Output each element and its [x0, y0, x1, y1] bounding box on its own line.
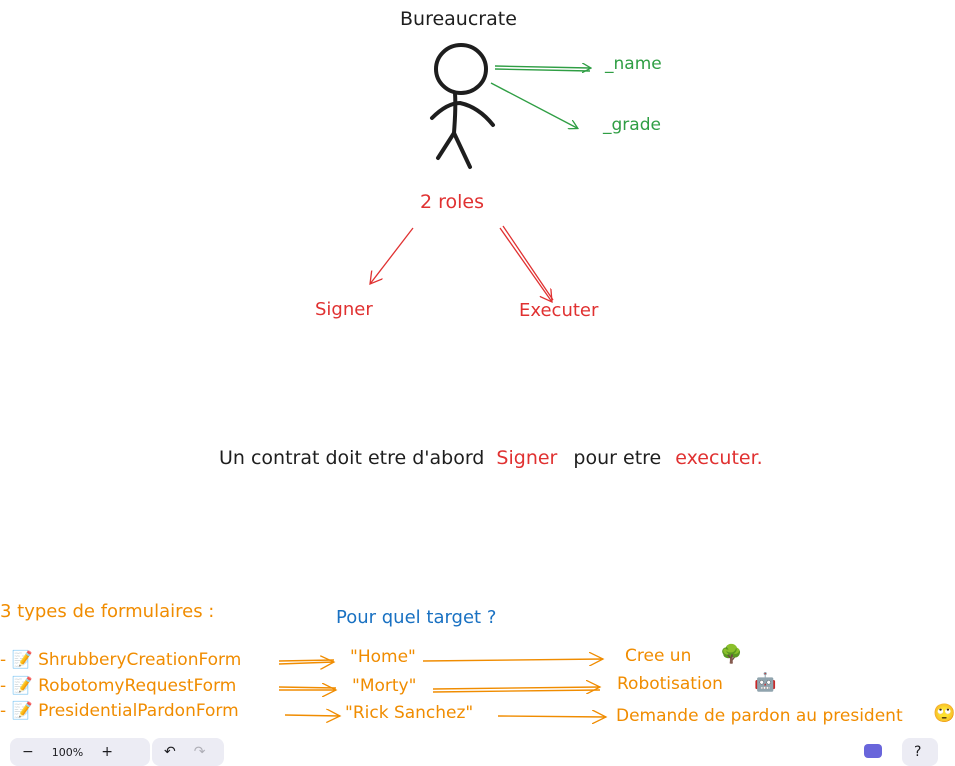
form-arrows [278, 659, 606, 717]
arrow-to-executer-sketch [502, 225, 554, 301]
arrow-form1-target [278, 662, 334, 664]
roles-label: 2 roles [420, 191, 485, 213]
zoom-controls: − 100% + [10, 738, 150, 766]
stick-figure-head [434, 43, 488, 95]
sentence-part1: Un contrat doit etre d'abord [219, 447, 485, 469]
sentence-word-executer: executer. [675, 447, 763, 469]
form-row-2-result: Robotisation [617, 674, 723, 694]
form-row-1-name: - 📝 ShrubberyCreationForm [0, 652, 241, 669]
attribute-grade: _grade [603, 115, 661, 135]
tree-icon: 🌳 [720, 644, 743, 665]
role-arrows [370, 225, 554, 302]
role-signer: Signer [315, 299, 373, 320]
attribute-arrows [490, 66, 591, 128]
target-heading: Pour quel target ? [336, 607, 497, 628]
zoom-out-button[interactable]: − [22, 744, 34, 760]
help-controls: ? [902, 738, 938, 766]
stick-figure-right-leg [452, 131, 472, 169]
arrow-form3-target [284, 715, 340, 716]
arrow-target2-result-sketch [432, 689, 601, 693]
form-row-2-target: "Morty" [352, 676, 417, 696]
robot-icon: 🤖 [754, 672, 777, 693]
form-row-2-label: RobotomyRequestForm [38, 676, 237, 696]
sentence-word-signer: Signer [496, 447, 558, 469]
arrow-target3-result [497, 716, 606, 717]
arrow-to-grade [490, 82, 577, 128]
stick-figure-body [452, 91, 458, 135]
rule-sentence: Un contrat doit etre d'abord Signer pour… [219, 449, 763, 468]
zoom-level[interactable]: 100% [51, 745, 84, 759]
zoom-in-button[interactable]: + [101, 744, 113, 760]
undo-button[interactable]: ↶ [164, 744, 176, 760]
history-controls: ↶ ↷ [152, 738, 224, 766]
arrow-target1-result [422, 659, 603, 661]
stick-figure [430, 43, 495, 169]
form-row-3-name: - 📝 PresidentialPardonForm [0, 703, 239, 720]
attribute-name: _name [605, 54, 662, 74]
role-executer: Executer [519, 300, 599, 321]
stick-figure-left-leg [436, 131, 456, 160]
form-row-3-bullet: - 📝 [0, 701, 33, 721]
eye-roll-icon: 🙄 [933, 703, 955, 724]
arrow-form2-target-sketch [278, 686, 337, 689]
stick-figure-arms [430, 100, 495, 127]
form-row-2-name: - 📝 RobotomyRequestForm [0, 678, 236, 695]
form-row-1-target: "Home" [350, 647, 416, 667]
arrow-to-executer [499, 227, 552, 302]
form-row-1-result: Cree un [625, 646, 692, 666]
actor-title: Bureaucrate [400, 8, 517, 30]
arrow-to-signer [370, 227, 414, 284]
form-row-2-bullet: - 📝 [0, 676, 33, 696]
form-row-3-target: "Rick Sanchez" [345, 703, 474, 723]
arrow-to-name-sketch [494, 68, 591, 72]
form-row-3-result: Demande de pardon au president [616, 706, 903, 726]
arrow-form1-target-sketch [278, 659, 335, 662]
forms-heading: 3 types de formulaires : [0, 601, 215, 622]
sentence-part2: pour etre [573, 447, 662, 469]
form-row-3-label: PresidentialPardonForm [38, 701, 239, 721]
arrow-to-name [494, 66, 590, 68]
arrow-target2-result [432, 687, 600, 689]
help-button[interactable]: ? [914, 744, 922, 760]
redo-button[interactable]: ↷ [193, 744, 206, 760]
form-row-1-bullet: - 📝 [0, 650, 33, 670]
shield-check-icon[interactable] [864, 744, 882, 758]
form-row-1-label: ShrubberyCreationForm [38, 650, 242, 670]
